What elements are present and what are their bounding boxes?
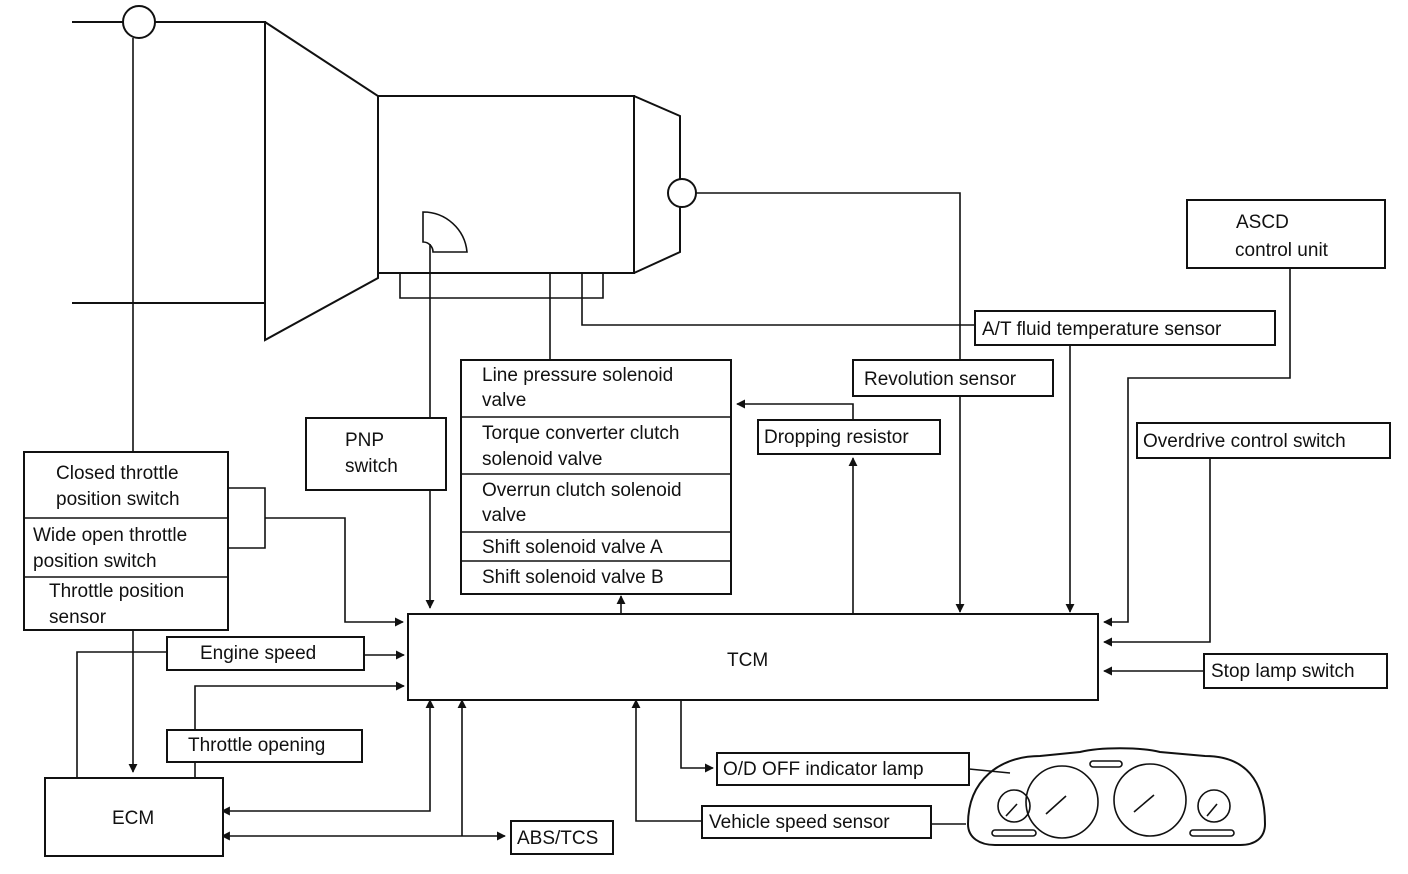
- overdrive-control-switch-box: Overdrive control switch: [1136, 422, 1391, 459]
- line-pressure-label-2: valve: [482, 390, 526, 411]
- pnp-label-2: switch: [345, 456, 398, 477]
- closed-throttle-label-2: position switch: [56, 489, 180, 510]
- shift-solenoid-b-label: Shift solenoid valve B: [482, 567, 664, 588]
- tps-label-2: sensor: [49, 607, 107, 628]
- overrun-clutch-label-1: Overrun clutch solenoid: [482, 480, 682, 501]
- tcm-label: TCM: [727, 650, 768, 671]
- solenoid-valves-block: Line pressure solenoid valve Torque conv…: [460, 359, 732, 595]
- vehicle-speed-sensor-box: Vehicle speed sensor: [701, 805, 932, 839]
- vss-label: Vehicle speed sensor: [709, 812, 890, 833]
- at-fluid-temperature-sensor-box: A/T fluid temperature sensor: [974, 310, 1276, 346]
- revolution-sensor-circle: [667, 178, 697, 208]
- connection-lines: [47, 38, 1291, 841]
- throttle-sensors-block: Closed throttle position switch Wide ope…: [23, 451, 229, 631]
- wide-open-label-1: Wide open throttle: [33, 525, 187, 546]
- torque-converter-label-1: Torque converter clutch: [482, 423, 680, 444]
- throttle-opening-box: Throttle opening: [166, 729, 363, 763]
- ascd-label-line2: control unit: [1235, 240, 1329, 261]
- stop-lamp-label: Stop lamp switch: [1211, 661, 1355, 682]
- od-off-label: O/D OFF indicator lamp: [723, 759, 924, 780]
- ecm-label: ECM: [112, 808, 154, 829]
- overrun-clutch-label-2: valve: [482, 505, 526, 526]
- abs-tcs-box: ABS/TCS: [510, 820, 614, 855]
- revolution-sensor-box: Revolution sensor: [852, 359, 1054, 397]
- ecm-box: ECM: [44, 777, 224, 857]
- shift-solenoid-a-label: Shift solenoid valve A: [482, 537, 663, 558]
- closed-throttle-label-1: Closed throttle: [56, 463, 179, 484]
- pnp-switch-box: PNP switch: [305, 417, 447, 491]
- wide-open-label-2: position switch: [33, 551, 157, 572]
- abs-tcs-label: ABS/TCS: [517, 828, 598, 849]
- torque-converter-label-2: solenoid valve: [482, 449, 602, 470]
- dropping-resistor-box: Dropping resistor: [757, 419, 941, 455]
- line-pressure-label-1: Line pressure solenoid: [482, 365, 673, 386]
- ascd-control-unit-box: ASCD control unit: [1186, 199, 1386, 269]
- pnp-switch-sector: [422, 211, 468, 253]
- tcm-box: TCM: [407, 613, 1099, 701]
- engine-speed-sensor-circle: [122, 5, 156, 39]
- ascd-label-line1: ASCD: [1236, 212, 1289, 233]
- revolution-label: Revolution sensor: [864, 369, 1017, 390]
- dropping-resistor-label: Dropping resistor: [764, 427, 909, 448]
- throttle-opening-label: Throttle opening: [188, 735, 325, 756]
- at-fluid-label: A/T fluid temperature sensor: [982, 319, 1222, 340]
- engine-speed-box: Engine speed: [166, 636, 365, 671]
- pnp-label-1: PNP: [345, 430, 384, 451]
- engine-speed-label: Engine speed: [200, 643, 316, 664]
- od-off-indicator-lamp-box: O/D OFF indicator lamp: [716, 752, 970, 786]
- overdrive-label: Overdrive control switch: [1143, 431, 1346, 452]
- tps-label-1: Throttle position: [49, 581, 184, 602]
- stop-lamp-switch-box: Stop lamp switch: [1203, 653, 1388, 689]
- instrument-cluster: [966, 747, 1267, 846]
- engine-transmission-drawing: [72, 5, 975, 360]
